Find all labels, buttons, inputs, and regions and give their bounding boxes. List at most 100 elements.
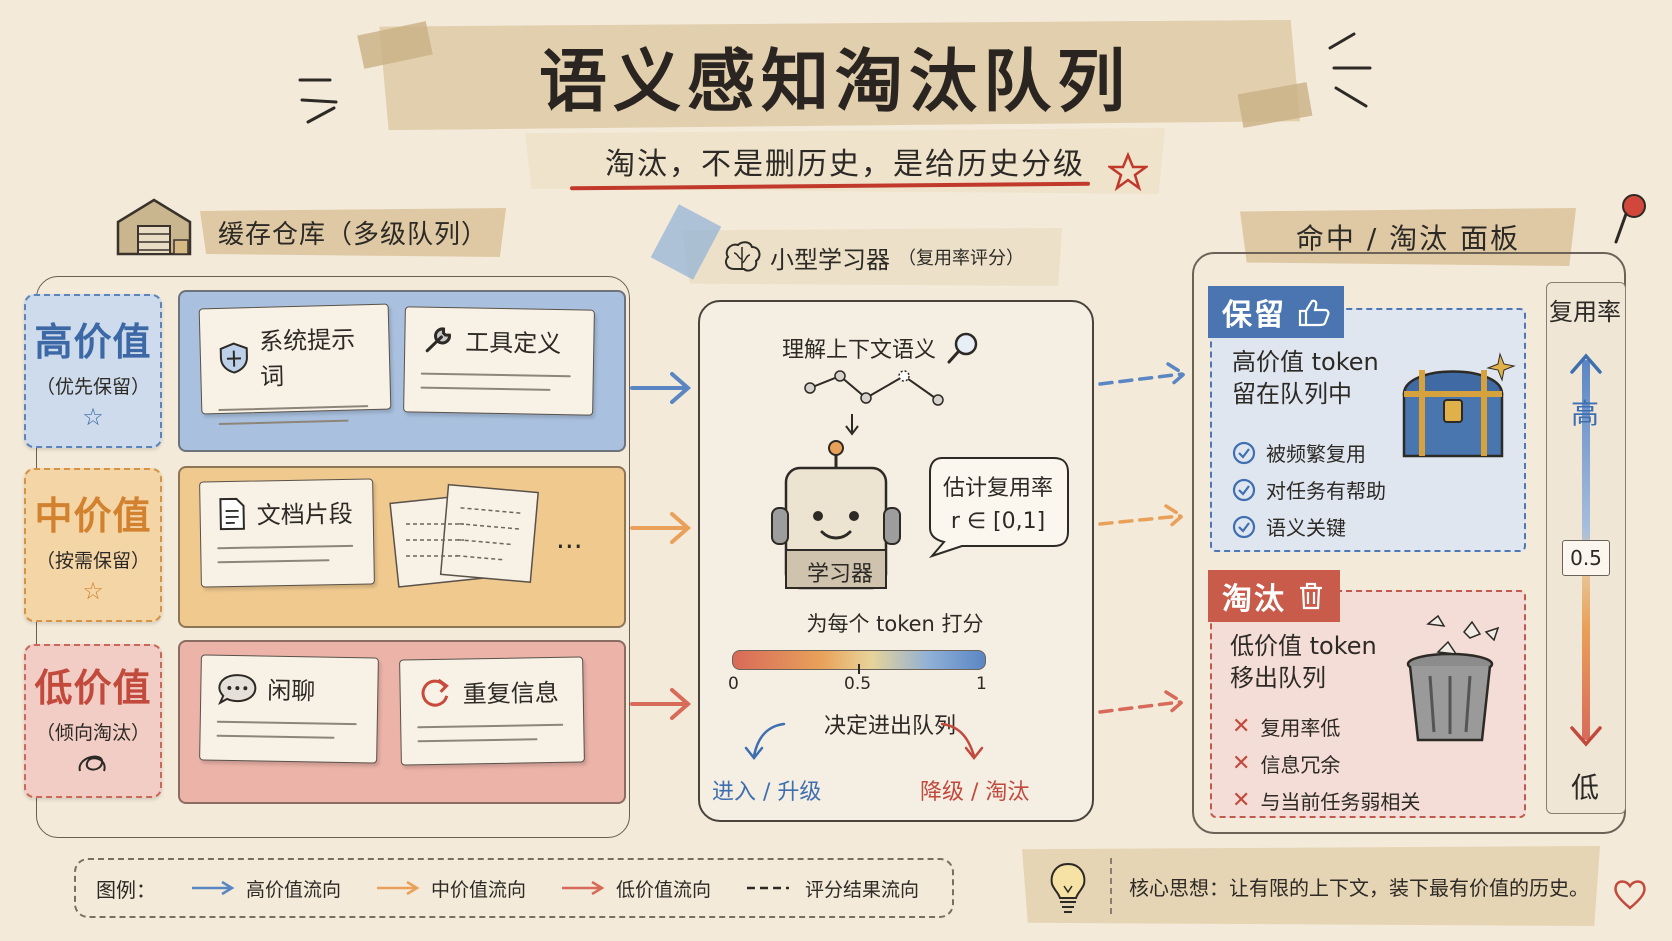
core-divider — [1110, 858, 1113, 914]
score-text: 为每个 token 打分 — [806, 612, 984, 636]
refresh-icon — [421, 678, 449, 707]
blue-arrow-icon — [192, 880, 235, 896]
orange-arrow-icon — [630, 512, 692, 544]
wrench-icon — [425, 327, 451, 352]
cross-icon: ✕ — [1232, 714, 1251, 739]
robot-learner-icon — [771, 440, 901, 590]
legend-title: 图例： — [96, 877, 156, 902]
core-idea-banner: 核心思想：让有限的上下文，装下最有价值的历史。 — [1022, 846, 1600, 926]
document-icon — [219, 497, 245, 530]
scale-mid-tick — [858, 664, 860, 674]
note-label: 重复信息 — [462, 678, 559, 709]
note-label: 闲聊 — [267, 676, 316, 706]
red-arrow-icon — [630, 688, 692, 720]
understand-row: 理解上下文语义 — [782, 330, 982, 366]
legend-item-mid: 中价值流向 — [375, 875, 526, 902]
chat-bubble-icon — [217, 673, 257, 705]
scribble-icon — [74, 749, 112, 785]
evict-badge: 淘汰 — [1208, 570, 1340, 622]
legend-label: 低价值流向 — [616, 878, 712, 901]
page-title: 语义感知淘汰队列 — [538, 41, 1131, 122]
tier-low-title: 低价值 — [34, 666, 152, 710]
check-circle-icon — [1232, 441, 1256, 464]
orange-arrow-icon — [377, 880, 420, 896]
learner-label: 小型学习器 — [770, 245, 890, 274]
bubble-line2: r ∈ [0,1] — [950, 509, 1046, 534]
reuse-rate-label: 复用率 — [1549, 298, 1621, 326]
tier-low-card: 低价值 （倾向淘汰） — [24, 644, 162, 798]
note-label: 工具定义 — [465, 328, 562, 359]
heart-icon — [1614, 880, 1646, 910]
blue-arrow-icon — [630, 372, 692, 404]
legend-item-score: 评分结果流向 — [745, 875, 919, 902]
panel-label: 命中 / 淘汰 面板 — [1295, 222, 1521, 255]
dashed-arrow-orange-icon — [1098, 504, 1185, 530]
evict-desc: 低价值 token 移出队列 — [1230, 630, 1377, 695]
cache-section-label: 缓存仓库（多级队列） — [200, 208, 507, 257]
tier-mid-sub: （按需保留） — [35, 550, 150, 572]
magnifier-icon — [947, 332, 978, 364]
evict-reason: 信息冗余 — [1260, 753, 1341, 777]
speech-bubble-shape — [928, 457, 1069, 559]
keep-line2: 留在队列中 — [1232, 380, 1352, 409]
decide-text: 决定进出队列 — [823, 714, 956, 739]
evict-reason: 与当前任务弱相关 — [1260, 790, 1421, 814]
scale-tick-1: 1 — [976, 674, 987, 694]
reuse-rate-arrows — [1570, 353, 1602, 747]
check-circle-icon — [1232, 478, 1256, 501]
trash-icon — [1300, 582, 1322, 610]
tier-mid-title: 中价值 — [34, 494, 152, 538]
tier-high-card: 高价值 （优先保留） ☆ — [24, 294, 162, 448]
keep-reason: 语义关键 — [1266, 516, 1346, 540]
tier-low-sub: （倾向淘汰） — [35, 722, 150, 744]
star-icon: ☆ — [82, 403, 104, 431]
brain-icon — [725, 241, 761, 272]
note-duplicate-info: 重复信息 — [399, 656, 585, 766]
legend-item-high: 高价值流向 — [190, 875, 341, 902]
keep-reason: 被频繁复用 — [1266, 442, 1366, 466]
reuse-rate-mid: 0.5 — [1562, 540, 1610, 576]
keep-badge: 保留 — [1208, 286, 1344, 338]
note-label: 文档片段 — [256, 499, 353, 530]
evict-line2: 移出队列 — [1230, 664, 1326, 693]
learner-label-sub: （复用率评分） — [898, 248, 1024, 269]
evict-badge-text: 淘汰 — [1222, 582, 1286, 617]
bubble-line1: 估计复用率 — [942, 476, 1053, 501]
arrow-up-icon — [1570, 353, 1602, 374]
note-system-prompt: 系统提示词 — [198, 303, 392, 426]
curved-arrow-left-icon — [744, 722, 786, 761]
sparkle-lines-icon — [298, 78, 338, 124]
sparkle-lines-icon — [1328, 32, 1372, 108]
paper-stack-icon — [389, 483, 539, 588]
robot-label: 学习器 — [806, 562, 873, 587]
arrow-down-icon — [1570, 726, 1602, 747]
tier-high-sub: （优先保留） — [35, 376, 150, 398]
keep-reason: 对任务有帮助 — [1266, 479, 1386, 503]
more-ellipsis: ... — [556, 522, 583, 555]
dashed-arrow-red-icon — [1098, 690, 1185, 716]
treasure-chest-icon — [1402, 352, 1516, 458]
dashed-arrow-icon — [747, 886, 790, 890]
tier-mid-card: 中价值 （按需保留） ☆ — [24, 468, 162, 622]
keep-reasons: 被频繁复用 对任务有帮助 语义关键 — [1232, 438, 1386, 549]
scale-tick-mid: 0.5 — [844, 674, 872, 694]
semantic-graph-icon — [804, 370, 944, 436]
scale-tick-0: 0 — [728, 674, 739, 694]
red-arrow-icon — [562, 880, 605, 896]
tier-high-title: 高价值 — [34, 320, 152, 364]
panel-label-banner: 命中 / 淘汰 面板 — [1240, 208, 1576, 266]
cross-icon: ✕ — [1232, 751, 1251, 776]
warehouse-icon — [116, 198, 192, 256]
thumbs-up-icon — [1298, 299, 1330, 327]
shield-icon — [219, 342, 248, 374]
score-result-arrows — [1098, 362, 1187, 716]
decision-arrows — [744, 722, 984, 761]
enter-upgrade-text: 进入 / 升级 — [712, 780, 822, 805]
speech-bubble-text: 估计复用率 r ∈ [0,1] — [936, 472, 1060, 538]
pushpin-icon — [1614, 194, 1646, 244]
note-doc-fragment: 文档片段 — [199, 478, 375, 588]
star-icon — [1108, 152, 1148, 192]
subtitle: 淘汰，不是删历史，是给历史分级 — [605, 147, 1085, 182]
cross-icon: ✕ — [1232, 788, 1251, 813]
legend-item-low: 低价值流向 — [560, 875, 711, 902]
